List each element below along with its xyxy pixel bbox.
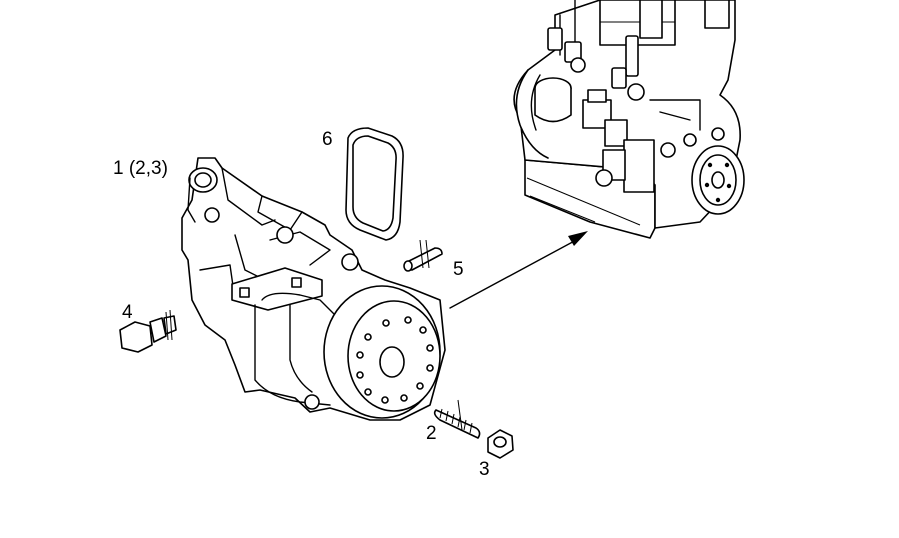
gasket-illustration bbox=[345, 127, 404, 241]
callout-part-6: 6 bbox=[322, 129, 333, 150]
callout-part-4: 4 bbox=[122, 302, 133, 323]
dowel-pin-illustration bbox=[403, 239, 443, 272]
assembly-arrow bbox=[449, 231, 588, 309]
engine-block-illustration bbox=[513, 0, 745, 239]
nut-illustration bbox=[487, 429, 514, 459]
pump-assembly-illustration bbox=[181, 157, 446, 421]
callout-part-1: 1 (2,3) bbox=[113, 158, 168, 179]
callout-part-5: 5 bbox=[453, 259, 464, 280]
sensor-illustration bbox=[119, 309, 177, 353]
callout-part-3: 3 bbox=[479, 459, 490, 480]
callout-part-2: 2 bbox=[426, 423, 437, 444]
pulley-bolt-holes bbox=[356, 316, 434, 404]
stud-illustration bbox=[433, 399, 481, 439]
